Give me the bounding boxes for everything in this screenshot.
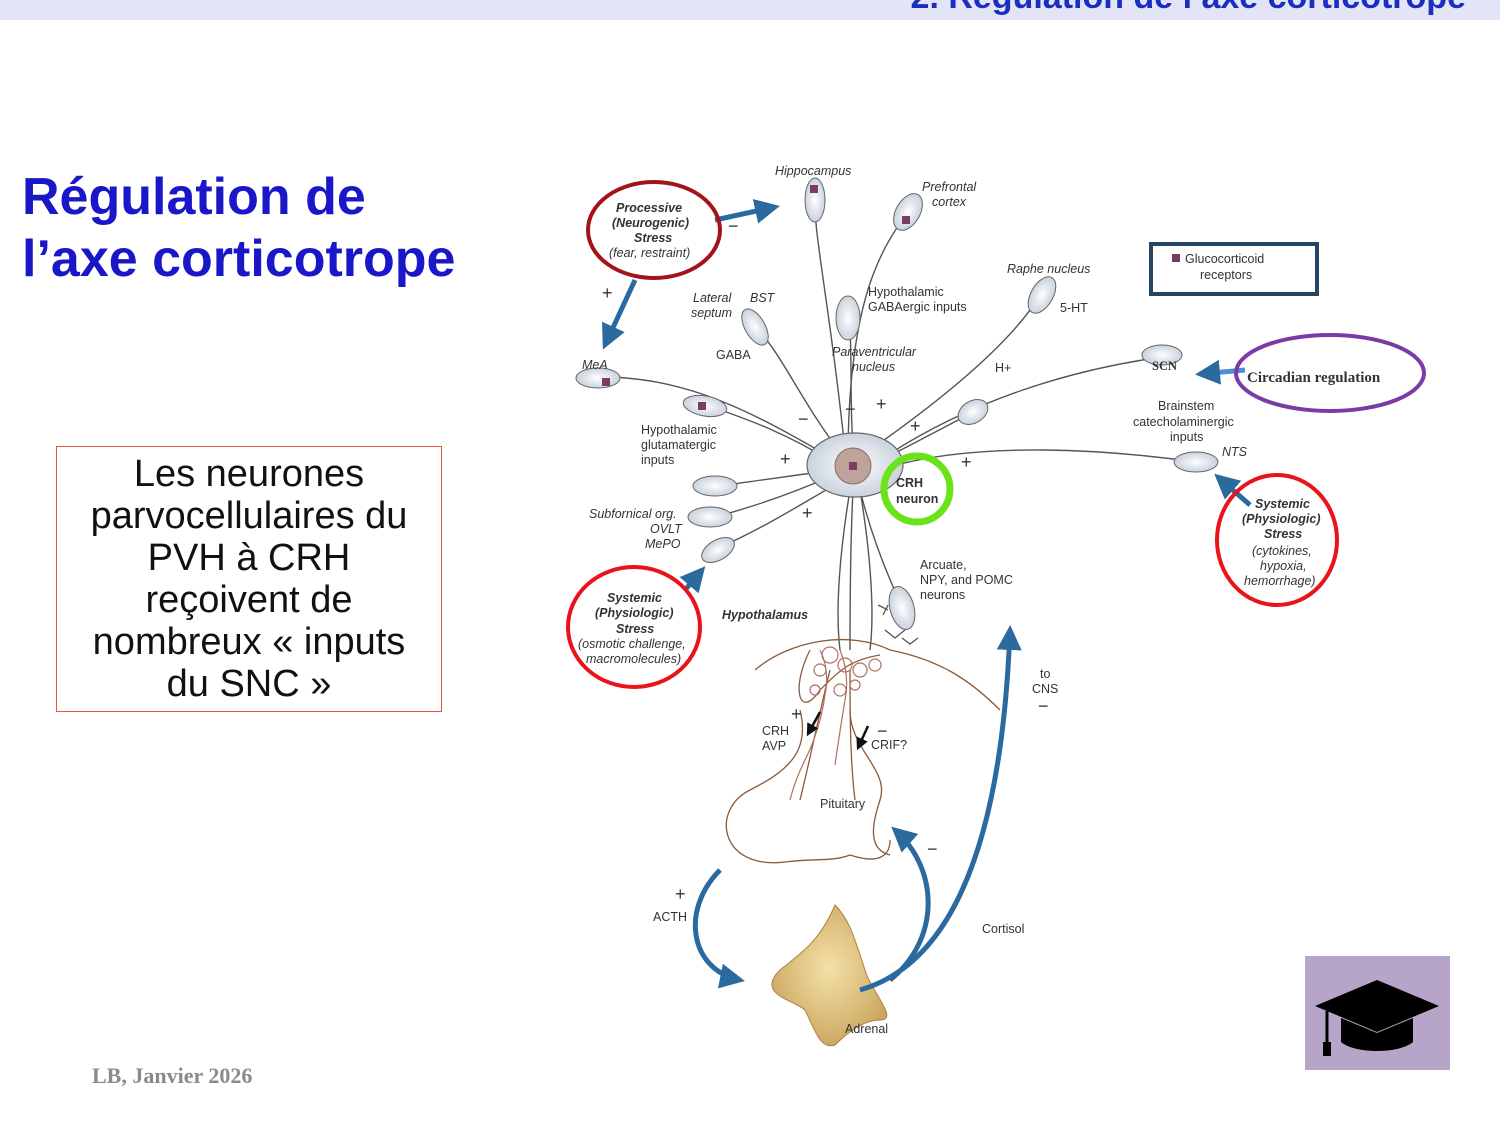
minus-sign: − xyxy=(877,721,888,741)
label-neuron: neuron xyxy=(896,492,938,506)
plus-sign: + xyxy=(910,416,921,436)
systemic-stress-right-circle xyxy=(1215,473,1339,607)
label-systemic-right-5: hypoxia, xyxy=(1260,559,1307,573)
minus-sign: − xyxy=(1038,696,1049,716)
legend-label: Glucocorticoid xyxy=(1185,252,1264,266)
label-hyp-gaba-1: Hypothalamic xyxy=(868,285,944,299)
label-brainstem-3: inputs xyxy=(1170,430,1203,444)
label-5ht: 5-HT xyxy=(1060,301,1088,315)
graduation-cap-icon xyxy=(1305,956,1450,1070)
plus-sign: + xyxy=(602,283,613,303)
label-raphe: Raphe nucleus xyxy=(1007,262,1090,276)
header-title: 2. Régulation de l’axe corticotrope xyxy=(911,0,1466,17)
plus-sign: + xyxy=(780,449,791,469)
label-scn: SCN xyxy=(1152,359,1177,373)
label-bst: BST xyxy=(750,291,776,305)
label-hyp-gaba-2: GABAergic inputs xyxy=(868,300,967,314)
label-systemic-right-4: (cytokines, xyxy=(1252,544,1312,558)
minus-sign: − xyxy=(728,216,739,236)
header-band xyxy=(0,0,1500,20)
plus-sign: + xyxy=(675,884,686,904)
label-cortisol: Cortisol xyxy=(982,922,1024,936)
label-prefrontal-1: Prefrontal xyxy=(922,180,977,194)
circadian-arrow xyxy=(1195,359,1246,385)
label-mea: MeA xyxy=(582,358,608,372)
label-crh-release: CRH xyxy=(762,724,789,738)
label-systemic-right-6: hemorrhage) xyxy=(1244,574,1316,588)
minus-sign: − xyxy=(798,409,809,429)
label-nts: NTS xyxy=(1222,445,1248,459)
label-adrenal: Adrenal xyxy=(845,1022,888,1036)
label-circadian: Circadian regulation xyxy=(1247,370,1381,386)
plus-sign: + xyxy=(791,704,802,724)
label-brainstem-2: catecholaminergic xyxy=(1133,415,1234,429)
note-text: Les neurones parvocellulaires du PVH à C… xyxy=(90,453,408,705)
label-lateral-2: septum xyxy=(691,306,732,320)
label-to: to xyxy=(1040,667,1050,681)
label-arcuate-1: Arcuate, xyxy=(920,558,967,572)
label-subfornical: Subfornical org. xyxy=(589,507,677,521)
label-systemic-left-2: (Physiologic) xyxy=(595,606,673,620)
label-prefrontal-2: cortex xyxy=(932,195,967,209)
label-brainstem-1: Brainstem xyxy=(1158,399,1214,413)
label-crh: CRH xyxy=(896,476,923,490)
crh-neuron-cell xyxy=(806,432,904,498)
afferent-axons xyxy=(609,186,1197,651)
label-hyp-glu-2: glutamatergic xyxy=(641,438,716,452)
label-systemic-right-2: (Physiologic) xyxy=(1242,512,1320,526)
note-box: Les neurones parvocellulaires du PVH à C… xyxy=(56,446,442,712)
label-arcuate-3: neurons xyxy=(920,588,965,602)
plus-sign: + xyxy=(802,503,813,523)
label-systemic-left-1: Systemic xyxy=(607,591,662,605)
plus-sign: + xyxy=(961,452,972,472)
feedback-arrows xyxy=(602,199,1252,993)
label-processive-1: Processive xyxy=(616,201,682,215)
adrenal-gland xyxy=(771,904,888,1047)
hpa-axis-diagram: Glucocorticoid receptors Hippocampus Pre… xyxy=(566,164,1426,1047)
slide-title: Régulation de l’axe corticotrope xyxy=(22,166,455,290)
label-pvn-1: Paraventricular xyxy=(832,345,917,359)
processive-stress-circle xyxy=(586,180,722,280)
label-mepo: MePO xyxy=(645,537,681,551)
plus-sign: + xyxy=(876,394,887,414)
minus-sign: − xyxy=(845,399,856,419)
label-pvn-2: nucleus xyxy=(852,360,895,374)
legend-box: Glucocorticoid receptors xyxy=(1149,242,1319,296)
label-pituitary: Pituitary xyxy=(820,797,866,811)
label-arcuate-2: NPY, and POMC xyxy=(920,573,1013,587)
crh-neuron-highlight xyxy=(880,452,954,526)
label-systemic-right-3: Stress xyxy=(1264,527,1302,541)
label-processive-4: (fear, restraint) xyxy=(609,246,690,260)
portal-vessels xyxy=(789,646,882,801)
receptor-symbols xyxy=(877,604,919,645)
footer-author-date: LB, Janvier 2026 xyxy=(92,1063,253,1088)
label-hippocampus: Hippocampus xyxy=(775,164,851,178)
label-gaba: GABA xyxy=(716,348,751,362)
label-hyp-glu-3: inputs xyxy=(641,453,674,467)
label-systemic-left-3: Stress xyxy=(616,622,654,636)
circadian-circle xyxy=(1234,333,1426,413)
label-cns: CNS xyxy=(1032,682,1058,696)
diagram-labels: Hippocampus Prefrontal cortex Raphe nucl… xyxy=(578,164,1381,1036)
label-systemic-left-5: macromolecules) xyxy=(586,652,681,666)
label-ovlt: OVLT xyxy=(650,522,683,536)
label-acth: ACTH xyxy=(653,910,687,924)
label-h-plus: H+ xyxy=(995,361,1011,375)
label-systemic-left-4: (osmotic challenge, xyxy=(578,637,686,651)
label-hyp-glu-1: Hypothalamic xyxy=(641,423,717,437)
label-avp: AVP xyxy=(762,739,786,753)
label-processive-3: Stress xyxy=(634,231,672,245)
sign-labels: − + − − + + + + + − + − − + xyxy=(602,216,1049,904)
label-systemic-right-1: Systemic xyxy=(1255,497,1310,511)
systemic-stress-left-circle xyxy=(566,565,702,689)
label-lateral-1: Lateral xyxy=(693,291,732,305)
slide-title-line2: l’axe corticotrope xyxy=(22,230,456,288)
minus-sign: − xyxy=(927,839,938,859)
slide-title-line1: Régulation de xyxy=(22,168,366,226)
label-crif: CRIF? xyxy=(871,738,907,752)
label-processive-2: (Neurogenic) xyxy=(612,216,689,230)
label-hypothalamus: Hypothalamus xyxy=(722,608,808,622)
release-arrows xyxy=(806,711,870,751)
legend-label-2: receptors xyxy=(1200,268,1252,282)
